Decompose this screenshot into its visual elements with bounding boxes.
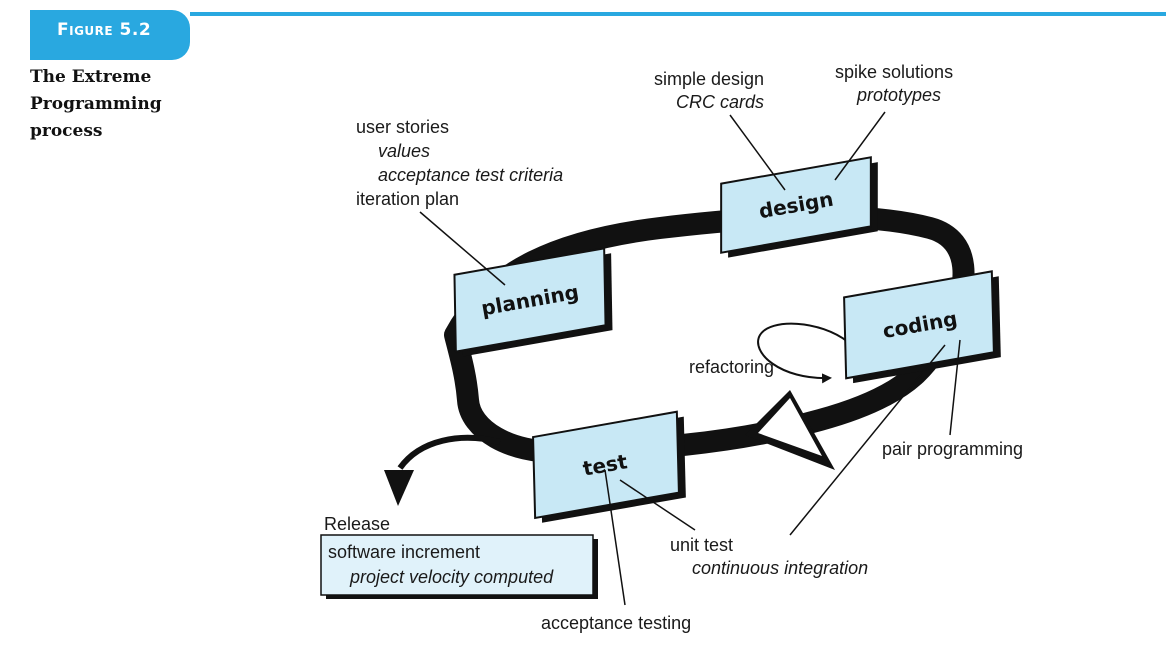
leader-unit-test (619, 479, 696, 531)
anno-prototypes: prototypes (856, 85, 941, 105)
leader-spike (834, 111, 886, 181)
anno-iteration-plan: iteration plan (356, 189, 459, 209)
leader-pair-programming (949, 339, 961, 436)
planning-box: planning (453, 247, 613, 357)
leader-acceptance-testing (604, 469, 626, 606)
loop-arrowhead-highlight (758, 398, 822, 456)
anno-spike-solutions: spike solutions (835, 62, 953, 82)
design-box: design (720, 156, 878, 258)
release-project-velocity: project velocity computed (349, 567, 554, 587)
anno-simple-design: simple design (654, 69, 764, 89)
refactoring-loop (757, 322, 849, 384)
figure-label: Figure 5.2 (57, 20, 152, 40)
test-box: test (532, 410, 686, 523)
caption-line-1: The Extreme (30, 67, 152, 87)
release-arrow (397, 434, 501, 470)
figure-rule (190, 12, 1166, 16)
anno-acceptance-testing: acceptance testing (541, 613, 691, 633)
release-arrowhead (384, 470, 414, 506)
leader-continuous-integration (789, 344, 946, 536)
anno-values: values (378, 141, 430, 161)
anno-user-stories: user stories (356, 117, 449, 137)
anno-acceptance-test-criteria: acceptance test criteria (378, 165, 563, 185)
release-title: Release (324, 514, 390, 534)
leader-planning (419, 211, 506, 286)
figure-badge (30, 10, 190, 60)
leader-design (729, 114, 786, 191)
caption-line-3: process (30, 121, 103, 141)
anno-refactoring: refactoring (689, 357, 774, 377)
release-software-increment: software increment (328, 542, 480, 562)
anno-continuous-integration: continuous integration (692, 558, 868, 578)
coding-box: coding (843, 270, 1001, 384)
release-box (320, 534, 594, 596)
caption-line-2: Programming (30, 94, 162, 114)
anno-pair-programming: pair programming (882, 439, 1023, 459)
anno-crc-cards: CRC cards (676, 92, 764, 112)
anno-unit-test: unit test (670, 535, 733, 555)
